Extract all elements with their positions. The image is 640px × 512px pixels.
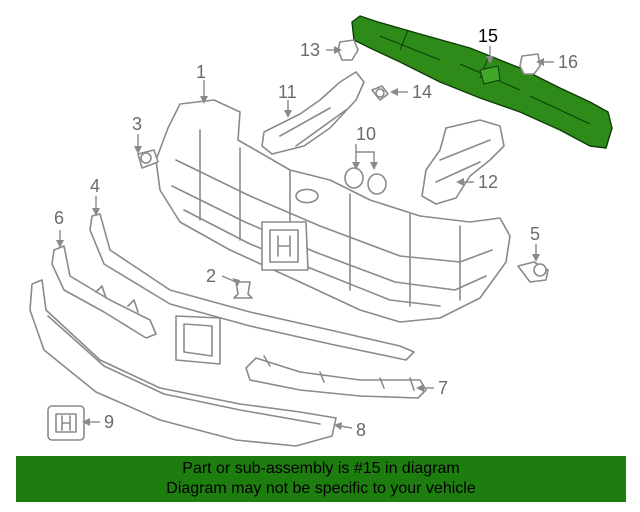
- callout-16: 16: [558, 52, 578, 72]
- callout-12: 12: [478, 172, 498, 192]
- part-2-clip[interactable]: [233, 281, 253, 299]
- part-15-upper-bracket[interactable]: [351, 15, 613, 149]
- leader-lines: [56, 46, 554, 430]
- callout-2: 2: [206, 266, 216, 286]
- callout-1: 1: [196, 62, 206, 82]
- callout-4: 4: [90, 176, 100, 196]
- part-8-lower-molding[interactable]: [29, 279, 337, 447]
- callout-11: 11: [278, 82, 297, 102]
- callout-6: 6: [54, 208, 64, 228]
- part-16-clip[interactable]: [519, 53, 541, 75]
- callout-10: 10: [356, 124, 376, 144]
- callout-5: 5: [530, 224, 540, 244]
- part-10-rings[interactable]: [344, 167, 387, 195]
- part-3-bolt[interactable]: [137, 149, 159, 169]
- callout-8: 8: [356, 420, 366, 440]
- part-4-upper-molding[interactable]: [89, 213, 415, 361]
- callout-13: 13: [300, 40, 320, 60]
- part-7-lower-strip[interactable]: [245, 355, 427, 399]
- parts-diagram: 1 2 3 4 5 6 7 8 9 10 11 12 13 14 15 16: [29, 15, 613, 447]
- callout-7: 7: [438, 378, 448, 398]
- callout-labels: 1 2 3 4 5 6 7 8 9 10 11 12 13 14 15 16: [54, 26, 578, 440]
- callout-15: 15: [478, 26, 498, 46]
- part-1-grille[interactable]: [155, 99, 511, 323]
- part-5-screw[interactable]: [517, 261, 549, 283]
- part-14-screw[interactable]: [371, 85, 389, 101]
- banner-line-2: Diagram may not be specific to your vehi…: [166, 480, 476, 497]
- part-6-side-garnish[interactable]: [51, 245, 157, 339]
- callout-3: 3: [132, 114, 142, 134]
- callout-9: 9: [104, 412, 114, 432]
- banner-line-1: Part or sub-assembly is #15 in diagram: [182, 460, 460, 477]
- footer-banner: Part or sub-assembly is #15 in diagram D…: [16, 456, 626, 502]
- part-12-right-bracket[interactable]: [421, 119, 505, 205]
- callout-14: 14: [412, 82, 432, 102]
- part-9-emblem[interactable]: [47, 405, 85, 441]
- part-11-left-bracket[interactable]: [261, 71, 365, 155]
